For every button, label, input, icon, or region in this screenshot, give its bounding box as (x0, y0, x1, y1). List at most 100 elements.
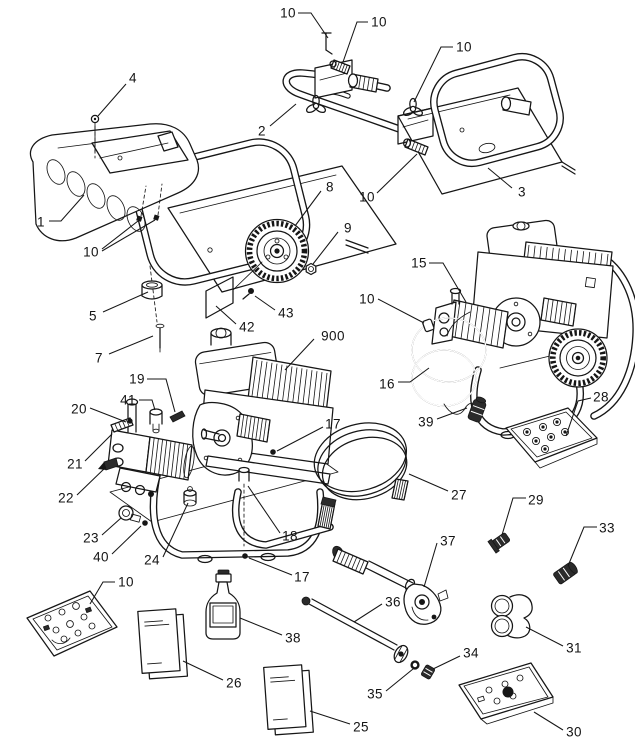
leader-line-5 (102, 291, 149, 313)
part-callout-40: 40 (93, 550, 109, 565)
filter-39-drawing (443, 396, 487, 423)
part-callout-7: 7 (95, 351, 103, 366)
frame-3-drawing (314, 52, 576, 195)
part-callout-34: 34 (463, 646, 479, 661)
leader-line-25 (309, 710, 351, 725)
leader-line-9 (312, 231, 339, 265)
left-frame-handle-loop (133, 138, 311, 286)
leader-line-29 (501, 497, 526, 536)
part-callout-2: 2 (258, 124, 266, 139)
part-callout-35: 35 (367, 687, 383, 702)
part-callout-43: 43 (278, 306, 294, 321)
part-callout-10: 10 (83, 245, 99, 260)
part-callout-17: 17 (325, 417, 341, 432)
fitting-41-drawing (149, 408, 163, 434)
frame-bolt-drawing (402, 138, 429, 156)
clamp-10-drawing (422, 318, 435, 333)
handle-bolt-top-drawing (329, 59, 351, 75)
callout-layer: 1010104238109110574342900151016392819412… (37, 6, 615, 740)
leader-line-10 (342, 21, 368, 63)
leader-line-2 (269, 103, 297, 127)
pin-7-drawing (155, 323, 165, 353)
part-callout-38: 38 (285, 631, 301, 646)
part-callout-21: 21 (67, 457, 83, 472)
leader-line-35 (385, 668, 414, 692)
bolt-20-21-drawing (110, 417, 134, 433)
leader-line-38 (239, 617, 283, 636)
panel-42-drawing (205, 261, 263, 319)
leader-line-33 (567, 526, 597, 567)
part-callout-10: 10 (359, 190, 375, 205)
leader-line-16 (398, 367, 430, 383)
nozzle-34-drawing (421, 664, 435, 680)
leader-line-22 (76, 466, 107, 496)
part-callout-27: 27 (451, 488, 467, 503)
leader-line-24 (162, 502, 189, 558)
leader-line-21 (84, 433, 113, 462)
leader-line-18 (247, 485, 281, 534)
pressure-hose-27-drawing (313, 422, 409, 530)
part-callout-26: 26 (226, 676, 242, 691)
leader-line-3 (487, 167, 513, 189)
bolt-17-lower-drawing (242, 553, 248, 559)
part-callout-36: 36 (385, 595, 401, 610)
leader-line-26 (182, 660, 224, 681)
oil-bottle-38-drawing (205, 569, 241, 640)
part-callout-900: 900 (321, 329, 345, 344)
part-callout-23: 23 (83, 531, 99, 546)
hardware-bag-10-drawing (26, 590, 118, 657)
leader-line-7 (108, 335, 154, 355)
part-callout-19: 19 (129, 372, 145, 387)
muffler-drawing (29, 123, 200, 242)
part-callout-37: 37 (440, 534, 456, 549)
wing-knob-left-drawing (306, 94, 326, 114)
leader-line-43 (254, 295, 276, 311)
part-callout-16: 16 (379, 377, 395, 392)
part-callout-25: 25 (353, 720, 369, 735)
part-callout-8: 8 (326, 180, 334, 195)
part-callout-10: 10 (118, 575, 134, 590)
leader-line-10 (101, 220, 139, 250)
spray-gun-37-drawing (332, 545, 449, 625)
part-callout-28: 28 (593, 390, 609, 405)
leader-line-10 (413, 46, 453, 103)
wheel-left-drawing (244, 218, 310, 284)
nozzle-33-drawing (553, 561, 578, 585)
part-callout-29: 29 (528, 493, 544, 508)
hose-16-drawing (411, 311, 487, 407)
leader-line-20 (89, 407, 127, 423)
part-callout-10: 10 (280, 6, 296, 21)
leader-line-1 (49, 194, 85, 222)
leader-line-8 (294, 190, 322, 227)
assembled-unit-drawing (411, 219, 635, 440)
part-callout-31: 31 (566, 641, 582, 656)
part-callout-42: 42 (239, 320, 255, 335)
part-callout-4: 4 (129, 71, 137, 86)
leader-line-10 (89, 581, 115, 605)
part-callout-15: 15 (411, 256, 427, 271)
bolt-17-upper-drawing (270, 449, 276, 455)
leader-line-27 (408, 473, 449, 492)
manual-25-drawing (263, 664, 314, 736)
manual-26-drawing (137, 608, 189, 680)
leader-line-31 (525, 626, 564, 647)
part-callout-10: 10 (359, 292, 375, 307)
leader-line-19 (147, 378, 176, 413)
leader-line-34 (432, 655, 461, 670)
wing-knob-right-drawing (403, 97, 423, 117)
part-callout-1: 1 (37, 215, 45, 230)
leader-line-15 (429, 262, 467, 303)
part-callout-9: 9 (344, 221, 352, 236)
washer-40-drawing (142, 520, 148, 526)
part-callout-33: 33 (599, 521, 615, 536)
leader-line-39 (436, 407, 468, 420)
axle-nut-drawing (305, 262, 317, 276)
barb-24-drawing (183, 486, 197, 507)
leader-line-10 (376, 153, 418, 194)
nozzle-holder-31-drawing (490, 594, 533, 639)
part-callout-41: 41 (120, 393, 136, 408)
leader-line-23 (101, 517, 122, 536)
part-callout-17: 17 (294, 570, 310, 585)
part-callout-3: 3 (518, 185, 526, 200)
